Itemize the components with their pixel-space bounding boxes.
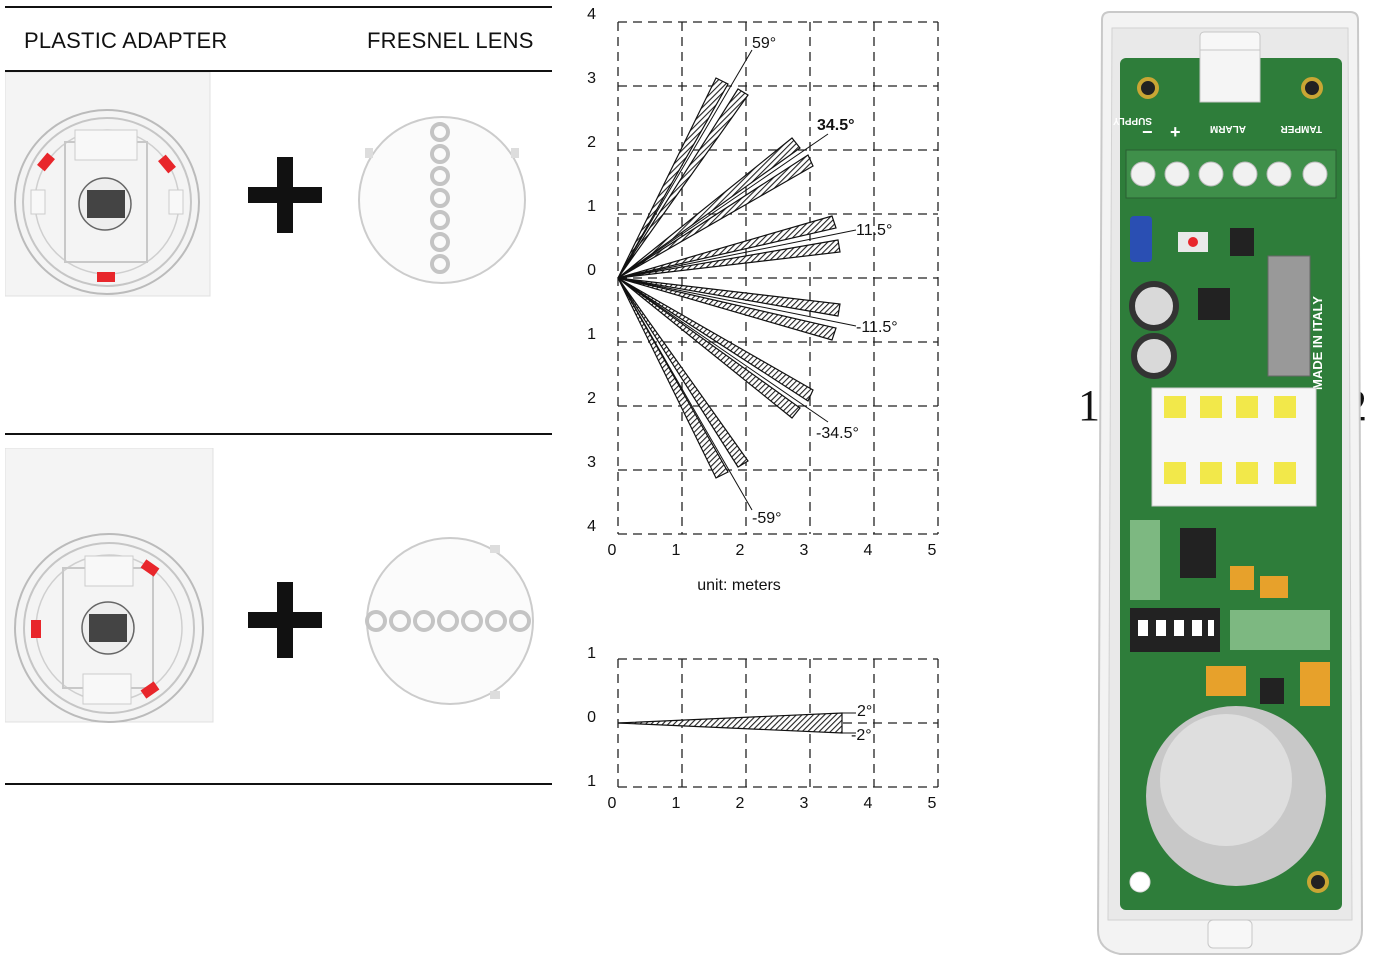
y-tick: 2	[587, 390, 596, 407]
plastic-adapter-heading: PLASTIC ADAPTER	[24, 28, 228, 53]
fresnel-lens-vertical	[358, 116, 526, 284]
plus-label: +	[1170, 122, 1181, 142]
red-marker	[31, 620, 41, 638]
reed-switch	[1267, 255, 1311, 377]
beam-label: 2°	[857, 703, 872, 720]
detector-device: SUPPLY ALARM TAMPER − + MADE IN ITALY	[1096, 11, 1364, 955]
beam-label: 11.5°	[856, 222, 892, 239]
fresnel-lens-heading: FRESNEL LENS	[367, 28, 534, 53]
beam-label: 34.5°	[817, 117, 855, 134]
row-divider-rule	[5, 433, 552, 435]
x-tick: 5	[928, 542, 937, 559]
led	[1188, 237, 1198, 247]
beam	[617, 277, 814, 402]
alarm-label: ALARM	[1210, 123, 1246, 134]
y-tick: 4	[587, 518, 596, 535]
made-in-italy-label: MADE IN ITALY	[1310, 296, 1325, 390]
x-tick: 0	[608, 542, 617, 559]
horizontal-grid	[617, 21, 939, 535]
beam	[617, 137, 801, 279]
x-tick: 3	[800, 795, 809, 812]
plus-icon	[246, 155, 324, 239]
capacitor	[1129, 281, 1179, 331]
mounting-hole	[1301, 77, 1323, 99]
top-rule	[5, 6, 552, 8]
y-tick: 1	[587, 326, 596, 343]
red-marker	[158, 154, 176, 174]
tamper-label: TAMPER	[1280, 123, 1322, 134]
x-tick: 4	[864, 542, 873, 559]
y-tick: 1	[587, 645, 596, 662]
y-tick: 1	[587, 773, 596, 790]
blue-trimmer	[1130, 216, 1152, 262]
adapter-vertical-orientation	[5, 72, 211, 297]
beam	[617, 154, 814, 279]
beam	[617, 277, 801, 419]
adapter-horizontal-orientation	[5, 448, 214, 723]
beam	[617, 277, 749, 468]
beam	[617, 215, 837, 279]
red-marker	[140, 559, 160, 577]
y-tick: 0	[587, 709, 596, 726]
pir-sensor-icon	[89, 614, 127, 642]
header-rule	[5, 70, 552, 72]
capacitor	[1131, 333, 1177, 379]
bottom-clip	[1207, 919, 1253, 949]
beam	[617, 77, 729, 279]
x-tick: 1	[672, 795, 681, 812]
vertical-beam	[617, 712, 843, 734]
pir-sensor-icon	[87, 190, 125, 218]
beam	[617, 277, 837, 341]
unit-label: unit: meters	[697, 577, 781, 594]
beam	[617, 277, 729, 479]
side-label-1: 1	[1078, 381, 1100, 430]
x-tick: 4	[864, 795, 873, 812]
y-tick: 3	[587, 454, 596, 471]
y-tick: 2	[587, 134, 596, 151]
beam-label: -34.5°	[816, 425, 859, 442]
fresnel-lens-horizontal	[365, 537, 534, 705]
beam	[617, 239, 841, 279]
detection-beams	[617, 77, 841, 479]
terminal-block	[1125, 149, 1337, 199]
x-tick: 0	[608, 795, 617, 812]
beam	[617, 277, 841, 317]
ic-chip	[1180, 528, 1216, 578]
minus-label: −	[1142, 122, 1153, 142]
y-tick: 1	[587, 198, 596, 215]
x-tick: 2	[736, 542, 745, 559]
y-tick: 3	[587, 70, 596, 87]
beam-label: -11.5°	[856, 319, 898, 336]
y-tick: 4	[587, 6, 596, 23]
mounting-hole	[1307, 871, 1329, 893]
x-tick: 2	[736, 795, 745, 812]
red-marker	[140, 681, 160, 699]
bottom-rule	[5, 783, 552, 785]
detection-pattern-diagrams: 4 3 2 1 0 1 2 3 4 0 1 2 3 4 5 unit: mete…	[587, 6, 939, 812]
x-tick: 3	[800, 542, 809, 559]
beam-label: -2°	[851, 727, 872, 744]
supply-label: SUPPLY	[1113, 115, 1152, 126]
red-marker	[37, 152, 55, 172]
x-tick: 5	[928, 795, 937, 812]
plus-icon	[246, 580, 324, 664]
beam-label: -59°	[752, 510, 782, 527]
beam	[617, 88, 749, 279]
beam-label: 59°	[752, 35, 776, 52]
x-tick: 1	[672, 542, 681, 559]
red-marker	[97, 272, 115, 282]
mounting-hole	[1137, 77, 1159, 99]
y-tick: 0	[587, 262, 596, 279]
